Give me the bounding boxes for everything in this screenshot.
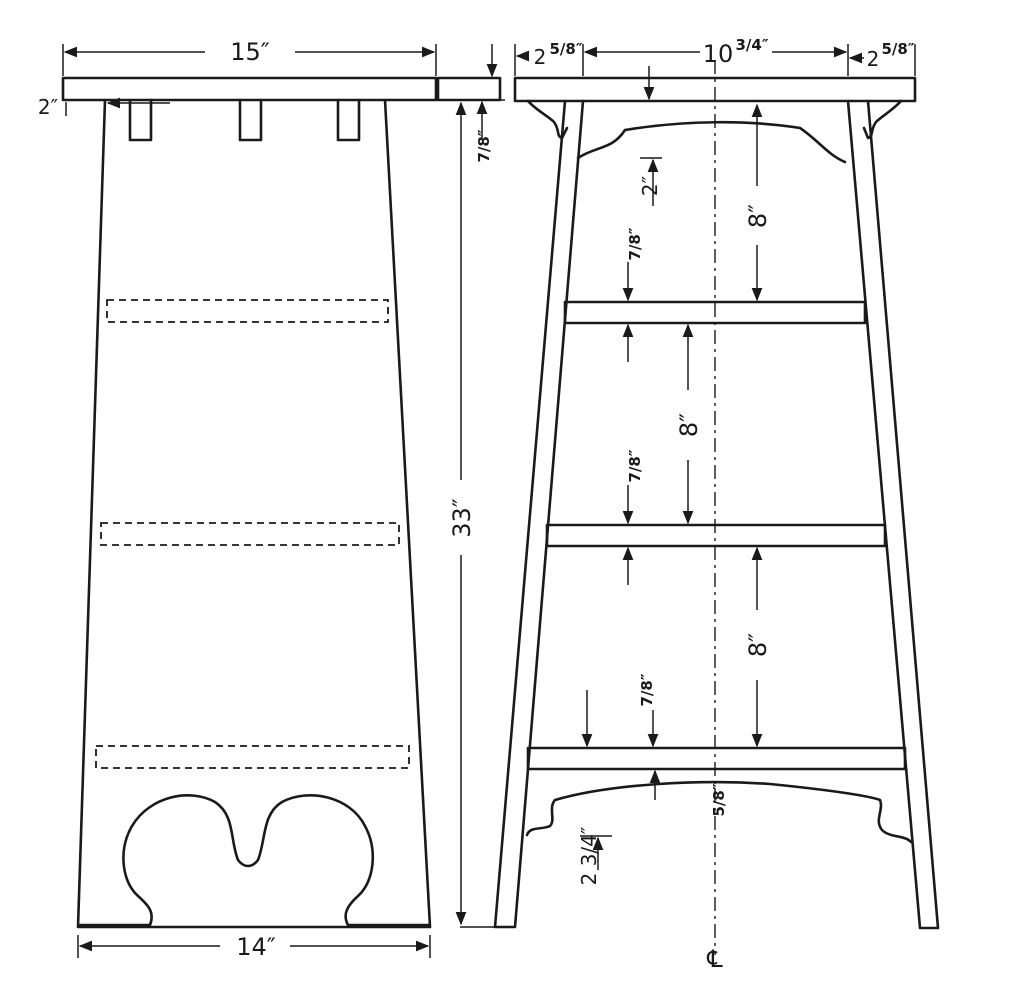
dim-center-span-whole: 10 [703, 40, 734, 68]
dim-shelf-spacing-3: 8″ [744, 633, 772, 657]
dim-apron-drop: 2″ [638, 176, 662, 196]
tenon-right [336, 98, 361, 142]
front-view: ℄ [493, 60, 940, 973]
dim-base-width: 14″ [236, 933, 276, 961]
side-view-dimensions: 15″ 2″ 14″ [38, 38, 437, 961]
dim-bottom-rail: 5/8″ [710, 783, 728, 816]
front-apron-top [576, 120, 847, 164]
bracket-top-left [526, 99, 569, 140]
dim-bracket-height: 2 3/4″ [577, 827, 601, 886]
dim-right-offset-frac: 5/8″ [881, 40, 914, 58]
dim-shelf-thickness-1: 7/8″ [626, 227, 644, 260]
centerline-symbol: ℄ [706, 945, 723, 973]
dim-top-thickness: 2″ [38, 95, 58, 119]
front-apron-bottom [525, 780, 913, 844]
front-leg-right [846, 99, 940, 930]
dim-right-offset-whole: 2 [867, 47, 880, 71]
side-view-panel-outline [76, 98, 432, 929]
bracket-top-right [862, 99, 903, 140]
dim-height: 33″ [448, 498, 476, 538]
dim-shelf-thickness-2: 7/8″ [626, 449, 644, 482]
shelf-housing-middle [100, 522, 400, 546]
dim-shelf-spacing-2: 8″ [675, 413, 703, 437]
dim-center-span-frac: 3/4″ [735, 36, 768, 54]
shelf-housing-upper [106, 299, 389, 323]
dim-top-board-thickness: 7/8″ [475, 129, 493, 162]
dim-shelf-thickness-3: 7/8″ [638, 673, 656, 706]
side-view-cutout [78, 794, 430, 927]
tenon-left [128, 98, 153, 142]
tenon-middle [238, 98, 263, 142]
dim-shelf-spacing-1: 8″ [744, 204, 772, 228]
shelf-middle [545, 523, 887, 548]
side-view-top-board [61, 76, 438, 102]
top-section: 33″ 7/8″ [436, 44, 505, 928]
top-board-section [436, 76, 502, 102]
dim-left-offset-frac: 5/8″ [549, 40, 582, 58]
side-view [61, 76, 438, 929]
front-leg-left [493, 99, 585, 929]
shelf-lower [526, 746, 907, 771]
dim-left-offset-whole: 2 [534, 45, 547, 69]
front-view-dimensions: 2 5/8″ 10 3/4″ 2 5/8″ 2″ 8″ 7/8″ 8″ 7/8″… [514, 36, 916, 886]
dim-top-width: 15″ [230, 38, 270, 66]
shelf-housing-lower [95, 745, 410, 769]
